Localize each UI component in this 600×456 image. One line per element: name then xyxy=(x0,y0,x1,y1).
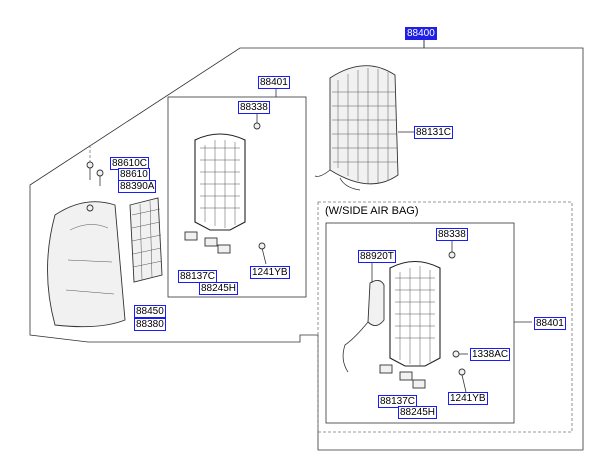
seat-frame-left xyxy=(184,110,267,265)
part-1338ac-label[interactable]: 1338AC xyxy=(470,348,511,361)
part-88380-label[interactable]: 88380 xyxy=(134,318,166,331)
part-88338-label-right[interactable]: 88338 xyxy=(436,228,468,241)
seatback-cover-88380 xyxy=(47,201,126,328)
part-1241yb-label-left[interactable]: 1241YB xyxy=(250,266,290,279)
frame-box-left xyxy=(167,96,307,298)
part-88245h-label-left[interactable]: 88245H xyxy=(199,282,239,295)
part-88245h-label-right[interactable]: 88245H xyxy=(398,406,438,419)
part-88401-label[interactable]: 88401 xyxy=(258,76,290,89)
cover-88390a xyxy=(129,197,163,283)
part-88137c-label-right[interactable]: 88137C xyxy=(378,395,418,408)
airbag-inner-box xyxy=(325,222,515,424)
part-88401-label-right[interactable]: 88401 xyxy=(534,317,566,330)
screw-88610 xyxy=(86,145,104,186)
assembly-outline xyxy=(29,38,584,451)
part-88450-label[interactable]: 88450 xyxy=(134,305,166,318)
part-88920t-label[interactable]: 88920T xyxy=(358,250,396,263)
airbag-module-88920t xyxy=(342,262,385,373)
part-1241yb-label-right[interactable]: 1241YB xyxy=(448,392,488,405)
side-air-bag-note: (W/SIDE AIR BAG) xyxy=(325,205,419,217)
seat-frame-right xyxy=(379,240,468,393)
part-88400-label[interactable]: 88400 xyxy=(405,27,437,40)
back-pad-88131c xyxy=(314,65,414,191)
part-88131c-label[interactable]: 88131C xyxy=(414,126,454,139)
airbag-box-dashed xyxy=(317,201,573,433)
part-88390a-label[interactable]: 88390A xyxy=(118,180,157,193)
part-88338-label[interactable]: 88338 xyxy=(238,101,270,114)
part-88137c-label-left[interactable]: 88137C xyxy=(178,270,218,283)
